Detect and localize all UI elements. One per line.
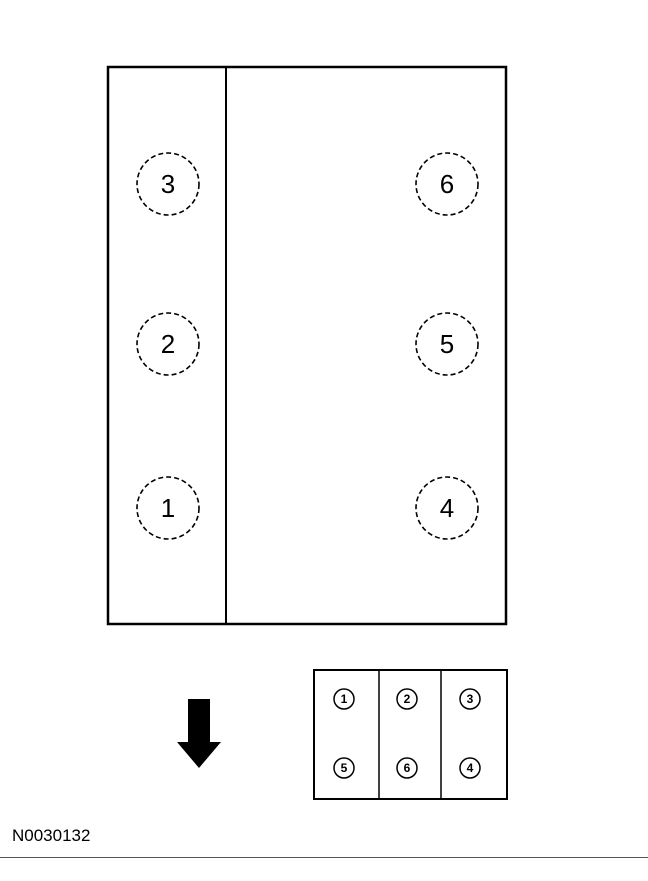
coil-terminal-top-1: 2	[396, 688, 418, 710]
cylinder-left-2: 1	[136, 476, 200, 540]
terminal-number: 1	[341, 692, 348, 706]
cylinder-left-0: 3	[136, 152, 200, 216]
cylinder-right-2: 4	[415, 476, 479, 540]
terminal-number: 4	[467, 761, 474, 775]
cylinder-left-1: 2	[136, 312, 200, 376]
coil-terminal-bottom-1: 6	[396, 757, 418, 779]
cylinder-right-0: 6	[415, 152, 479, 216]
arrow-down-icon	[177, 699, 221, 768]
coil-terminal-top-0: 1	[333, 688, 355, 710]
coil-terminal-bottom-0: 5	[333, 757, 355, 779]
terminal-number: 2	[404, 692, 411, 706]
terminal-number: 5	[341, 761, 348, 775]
coil-pack-outline	[313, 669, 508, 800]
cylinder-right-1: 5	[415, 312, 479, 376]
cylinder-number: 2	[161, 329, 175, 359]
engine-block-outline	[106, 65, 508, 626]
cylinder-number: 4	[440, 493, 454, 523]
cylinder-number: 5	[440, 329, 454, 359]
divider-line	[0, 857, 648, 858]
terminal-number: 3	[467, 692, 474, 706]
cylinder-number: 6	[440, 169, 454, 199]
coil-terminal-top-2: 3	[459, 688, 481, 710]
cylinder-number: 3	[161, 169, 175, 199]
coil-terminal-bottom-2: 4	[459, 757, 481, 779]
figure-reference: N0030132	[12, 826, 91, 845]
cylinder-number: 1	[161, 493, 175, 523]
terminal-number: 6	[404, 761, 411, 775]
